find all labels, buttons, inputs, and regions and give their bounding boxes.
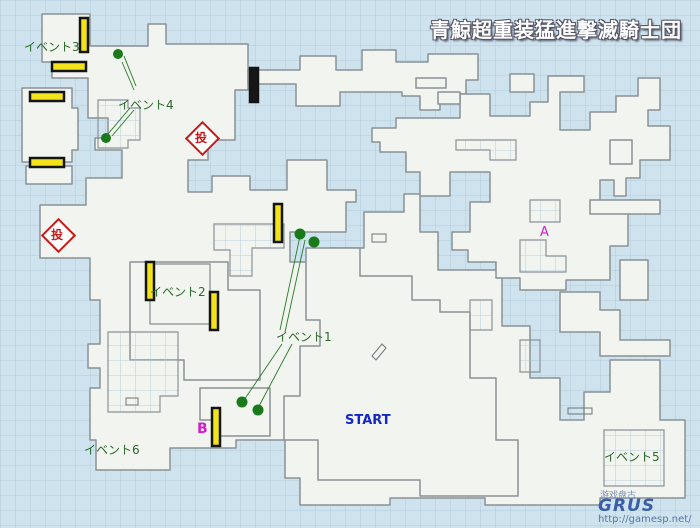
event-5-label: イベント5: [604, 450, 660, 464]
watermark-logo: GRUS: [598, 496, 656, 516]
point-b-label: B: [197, 421, 208, 437]
event-6-label: イベント6: [84, 443, 140, 457]
watermark-cn-text: 游戏盘古: [600, 491, 637, 501]
water-islands: [97, 99, 665, 487]
start-label: START: [345, 413, 391, 428]
point-a-label: A: [540, 225, 549, 240]
event-1-label: イベント1: [276, 330, 332, 344]
map-title: 青鯨超重装猛進撃滅騎士団: [430, 18, 682, 42]
event-3-label: イベント3: [24, 40, 80, 54]
event-2-label: イベント2: [150, 285, 206, 299]
throw-marker-icon: 投: [184, 120, 221, 157]
event-4-label: イベント4: [118, 98, 174, 112]
watermark-url: http://gamesp.net/: [598, 514, 692, 525]
throw-marker-char: 投: [194, 131, 207, 145]
event-dots: [101, 49, 320, 416]
throw-marker-icon: 投: [40, 217, 77, 254]
yellow-doors: [28, 16, 284, 448]
event-leader-lines: [107, 55, 306, 409]
throw-marker-char: 投: [50, 228, 63, 242]
